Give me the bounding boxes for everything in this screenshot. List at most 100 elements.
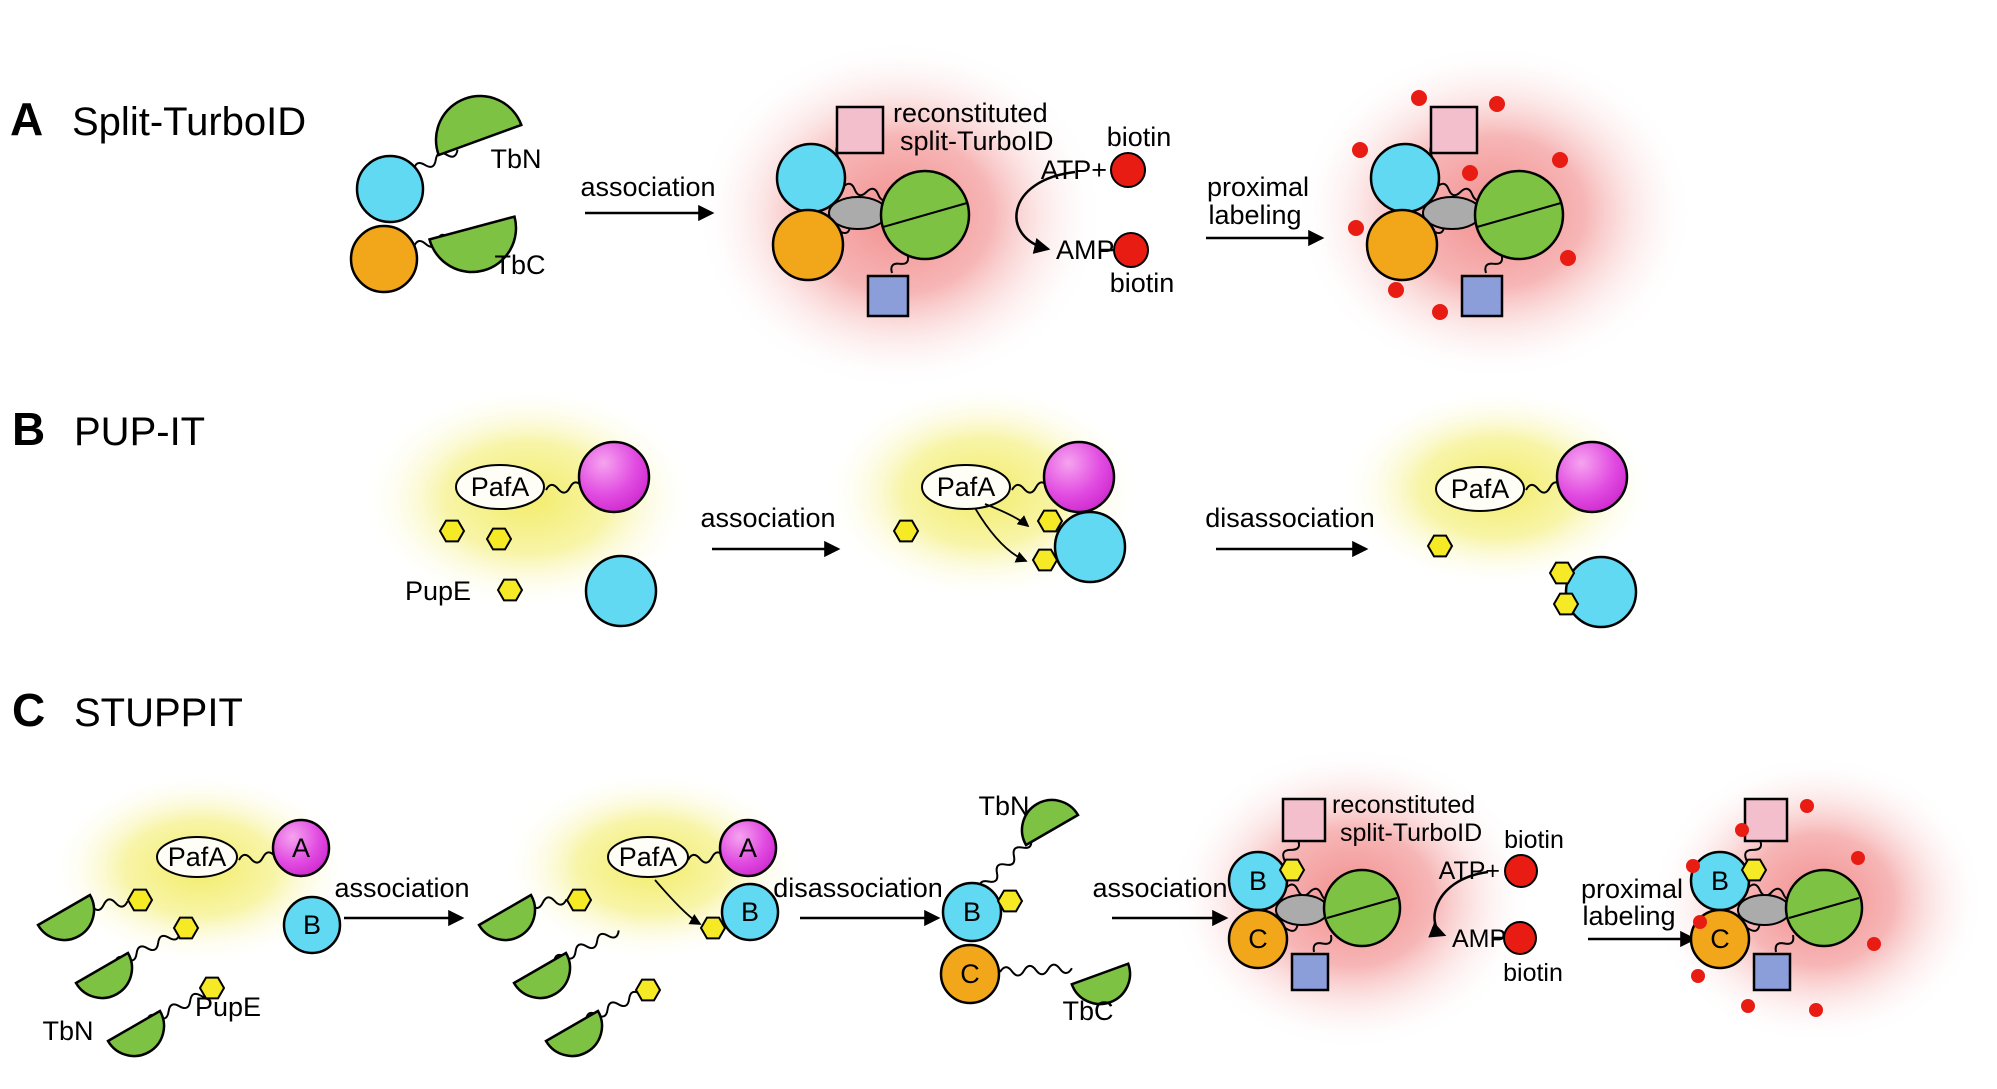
pafa-label: PafA (168, 842, 227, 872)
biotin-label-bottom: biotin (1503, 959, 1563, 987)
association-label: association (334, 873, 469, 903)
tbn-label: TbN (490, 144, 541, 174)
pafa-ellipse (455, 464, 545, 510)
panel-c: C STUPPIT TbN PupE PafA A B association (12, 684, 1986, 1069)
biotin-dot-icon (1691, 969, 1705, 983)
split-turboid-fusion-pair: TbN TbC (349, 82, 546, 294)
biotin-dot-icon (1352, 142, 1368, 158)
biotin-dot-icon (1552, 152, 1568, 168)
biotinylation-reaction: ATP+ biotin AMP biotin (1015, 122, 1175, 298)
pupit-state-2: PafA (893, 440, 1127, 584)
panel-b-letter: B (12, 403, 45, 455)
pafa-label: PafA (471, 472, 530, 502)
biotin-dot-icon (1388, 282, 1404, 298)
cyan-prey-protein (1564, 555, 1638, 629)
pafa-label: PafA (619, 842, 678, 872)
biotin-dot-icon (1411, 90, 1427, 106)
pupit-state-1: PafA PupE (405, 440, 658, 628)
pupe-hexagon-icon (893, 519, 919, 543)
reaction-arrow (1015, 170, 1076, 254)
panel-a-title: Split-TurboID (72, 100, 306, 144)
biotinylation-reaction: ATP+ biotin AMP biotin (1428, 826, 1564, 987)
magenta-bait-protein (577, 440, 651, 514)
panel-b: B PUP-IT PafA PupE association PafA disa… (12, 384, 1656, 629)
proximal-label-line1: proximal (1581, 874, 1683, 904)
pupe-hexagon-icon (497, 578, 523, 602)
atp-label: ATP+ (1439, 857, 1500, 885)
biotin-dot-icon (1489, 96, 1505, 112)
reconstituted-label-line2: split-TurboID (1340, 819, 1482, 847)
pupe-hexagon-icon (1037, 509, 1063, 533)
protein-c-letter: C (1710, 924, 1730, 954)
reaction-arrow (1428, 870, 1489, 938)
cyan-bait-protein (355, 154, 425, 224)
magenta-bait-protein (1042, 440, 1116, 514)
biotin-dot-icon (1851, 851, 1865, 865)
protein-b-letter: B (1711, 866, 1729, 896)
tbn-label: TbN (42, 1016, 93, 1046)
protein-b-letter: B (1249, 866, 1267, 896)
association-label: association (700, 503, 835, 533)
biotin-dot-icon (1800, 799, 1814, 813)
biotin-label-top: biotin (1107, 122, 1172, 152)
biotin-dot-icon (1504, 854, 1538, 888)
biotin-dot-icon (1809, 1003, 1823, 1017)
biotin-dot-icon (1348, 220, 1364, 236)
biotin-dot-icon (1686, 859, 1700, 873)
pup-transfer-arrow (984, 503, 1030, 528)
pupe-hexagon-icon (700, 916, 726, 940)
pupe-hexagon-icon (486, 527, 512, 551)
protein-a-circle (718, 818, 778, 878)
reconstituted-label-line2: split-TurboID (900, 126, 1054, 156)
pupe-hexagon-icon (439, 519, 465, 543)
proximal-label-line2: labeling (1582, 901, 1675, 931)
pupit-state-3: PafA (1427, 440, 1638, 629)
proximal-label-line2: labeling (1208, 200, 1301, 230)
pupe-label: PupE (195, 992, 261, 1022)
pafa-ellipse (921, 464, 1011, 510)
panel-a-letter: A (10, 93, 43, 145)
pupe-hexagon-icon (173, 916, 199, 940)
protein-b-letter: B (303, 910, 321, 940)
biotin-dot-icon (1113, 232, 1149, 268)
biotin-label-top: biotin (1504, 826, 1564, 854)
biotin-dot-icon (1867, 937, 1881, 951)
cyan-prey-protein (584, 554, 658, 628)
protein-c-circle (939, 943, 1001, 1005)
stuppit-state-3: TbN B C TbC (939, 787, 1140, 1026)
protein-a-circle (271, 818, 331, 878)
panel-b-title: PUP-IT (74, 410, 205, 454)
pupe-hexagon-icon (1553, 592, 1579, 616)
protein-c-letter: C (1248, 924, 1268, 954)
biotin-dot-icon (1503, 921, 1537, 955)
pafa-ellipse (607, 836, 689, 878)
pafa-ellipse (156, 836, 238, 878)
protein-a-letter: A (292, 833, 310, 863)
biotin-dot-icon (1741, 999, 1755, 1013)
pupe-hexagon-icon (997, 889, 1023, 913)
pafa-label: PafA (937, 472, 996, 502)
atp-label: ATP+ (1041, 155, 1107, 185)
pupe-hexagon-icon (566, 888, 592, 912)
panel-a: A Split-TurboID TbN TbC association reco… (10, 40, 1695, 390)
stuppit-state-1: TbN PupE PafA A B (36, 818, 342, 1069)
protein-a-letter: A (739, 833, 757, 863)
panel-c-title: STUPPIT (74, 691, 243, 735)
stuppit-state-2: PafA A B (477, 818, 780, 1069)
magenta-bait-protein (1555, 440, 1629, 514)
biotin-dot-icon (1693, 915, 1707, 929)
pupe-hexagon-icon (1549, 561, 1575, 585)
protein-b-circle (282, 895, 342, 955)
pafa-label: PafA (1451, 474, 1510, 504)
pupe-label: PupE (405, 576, 471, 606)
biotin-dot-icon (1560, 250, 1576, 266)
biotin-label-bottom: biotin (1110, 268, 1175, 298)
biotin-dot-icon (1110, 152, 1146, 188)
pupe-hexagon-icon (127, 888, 153, 912)
pupe-hexagon-icon (1032, 548, 1058, 572)
pafa-ellipse (1435, 466, 1525, 512)
pupe-hexagon-icon (635, 978, 661, 1002)
disassociation-label: disassociation (1205, 503, 1375, 533)
